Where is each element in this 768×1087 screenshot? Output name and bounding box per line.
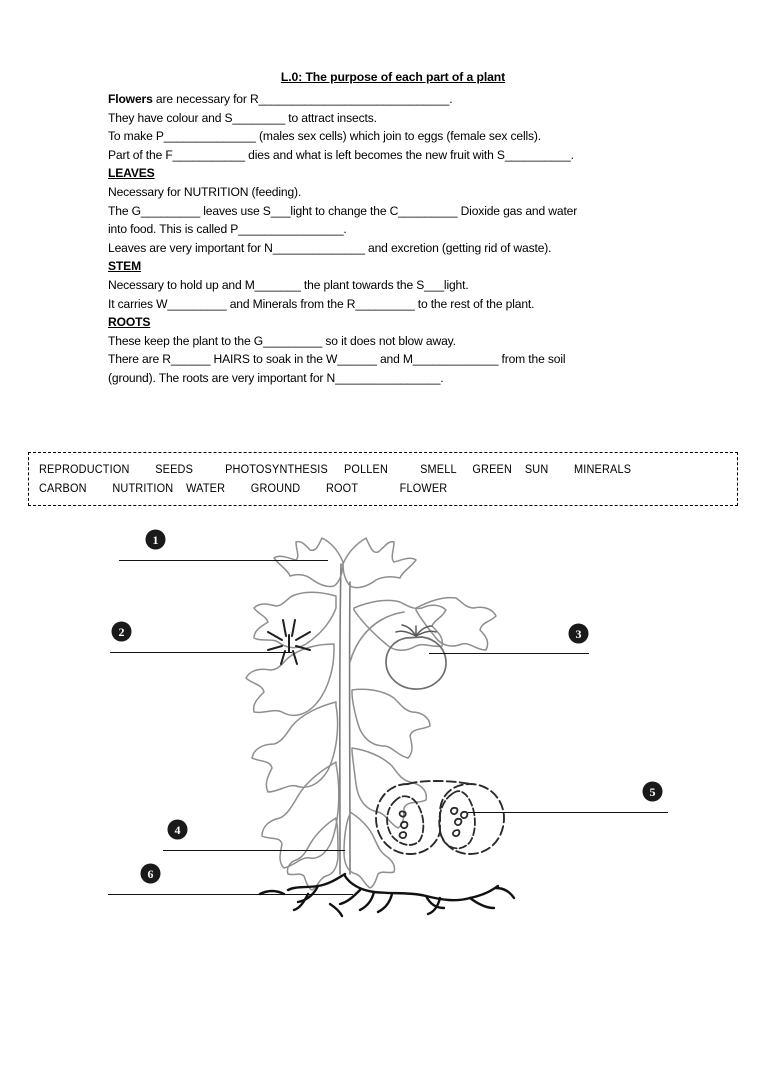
diagram-marker-4[interactable]: 4 — [168, 820, 187, 839]
roots-line-2: There are R______ HAIRS to soak in the W… — [108, 352, 566, 367]
diagram-marker-3[interactable]: 3 — [569, 624, 588, 643]
leaves-line-3: into food. This is called P_____________… — [108, 222, 347, 237]
diagram-marker-2[interactable]: 2 — [112, 622, 131, 641]
root-system — [258, 872, 516, 918]
worksheet-body: Flowers are necessary for R_____________… — [0, 90, 768, 388]
diagram-marker-5[interactable]: 5 — [643, 782, 662, 801]
flowers-line-1: Flowers are necessary for R_____________… — [108, 90, 660, 109]
section-heading-stem: STEM — [108, 259, 141, 274]
plant-line-drawing — [245, 537, 516, 918]
answer-line-1[interactable] — [119, 560, 328, 561]
flowers-keyword: Flowers — [108, 92, 153, 106]
stem-line-1: Necessary to hold up and M_______ the pl… — [108, 277, 469, 292]
page-title: L.0: The purpose of each part of a plant — [280, 70, 506, 84]
diagram-marker-1[interactable]: 1 — [146, 530, 165, 549]
answer-line-3[interactable] — [429, 653, 589, 654]
word-bank-row-1: REPRODUCTION SEEDS PHOTOSYNTHESIS POLLEN… — [39, 462, 632, 476]
flowers-line-1-text: are necessary for R_____________________… — [152, 92, 453, 106]
diagram-marker-6[interactable]: 6 — [141, 864, 160, 883]
fruit-cross-section — [375, 780, 505, 855]
word-bank-row-2: CARBON NUTRITION WATER GROUND ROOT FLOWE… — [39, 481, 448, 495]
answer-line-5[interactable] — [468, 812, 668, 813]
stem-line-2: It carries W_________ and Minerals from … — [108, 296, 535, 311]
flowers-line-2: They have colour and S________ to attrac… — [108, 110, 377, 125]
plant-diagram: 1 2 3 4 5 6 — [0, 512, 768, 942]
section-heading-leaves: LEAVES — [108, 166, 155, 181]
leaves-line-2: The G_________ leaves use S___light to c… — [108, 203, 578, 218]
word-bank: REPRODUCTION SEEDS PHOTOSYNTHESIS POLLEN… — [28, 452, 738, 506]
answer-line-6[interactable] — [108, 894, 353, 895]
flowers-line-4: Part of the F___________ dies and what i… — [108, 147, 574, 162]
answer-line-2[interactable] — [110, 652, 292, 653]
flowers-line-3: To make P______________ (males sex cells… — [108, 129, 542, 144]
section-heading-roots: ROOTS — [108, 315, 151, 330]
roots-line-3: (ground). The roots are very important f… — [108, 370, 444, 385]
leaves-line-4: Leaves are very important for N_________… — [108, 240, 552, 255]
roots-line-1: These keep the plant to the G_________ s… — [108, 333, 456, 348]
leaves-line-1: Necessary for NUTRITION (feeding). — [108, 184, 302, 199]
answer-line-4[interactable] — [163, 850, 345, 851]
worksheet-text-block: L.0: The purpose of each part of a plant… — [0, 0, 768, 388]
